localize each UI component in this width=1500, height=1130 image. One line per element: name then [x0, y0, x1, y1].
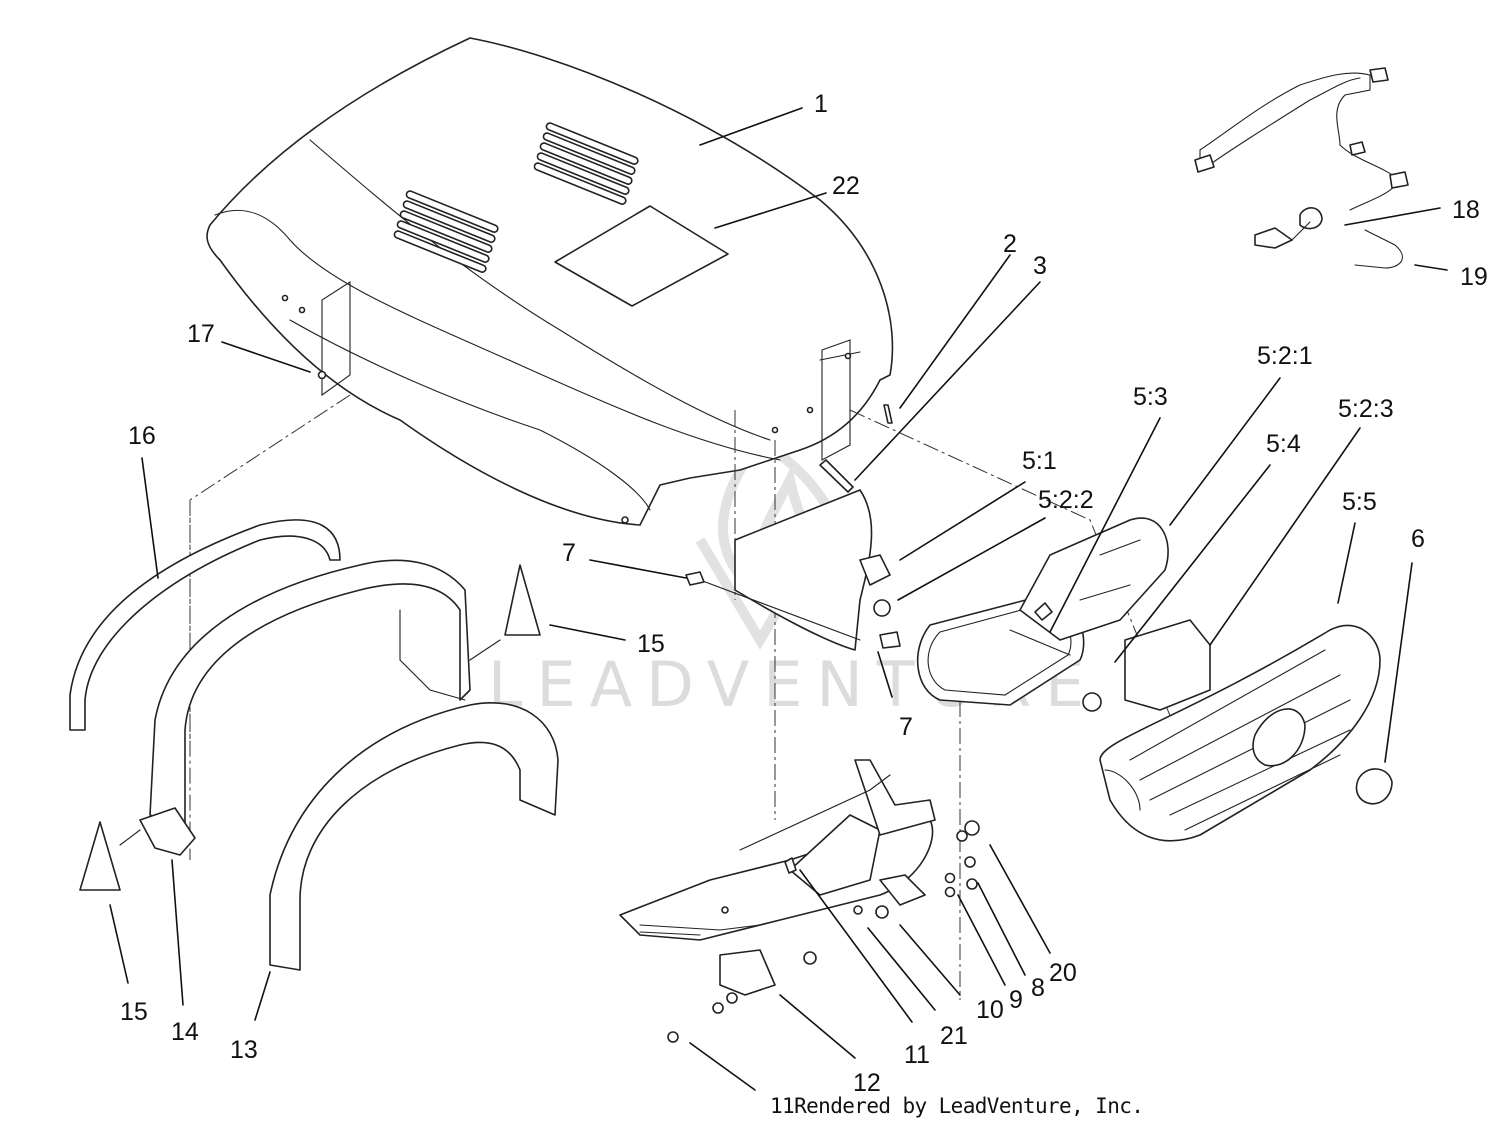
clip-17 [317, 280, 351, 397]
callout-5-3: 5:3 [1133, 383, 1168, 411]
fender-14 [149, 559, 471, 831]
callout-3: 3 [1033, 252, 1047, 280]
callout-19: 19 [1460, 263, 1488, 291]
hood [206, 37, 894, 526]
callout-2: 2 [1003, 230, 1017, 258]
callout-1: 1 [814, 90, 828, 118]
callout-9: 9 [1009, 986, 1023, 1014]
emblem [1355, 768, 1393, 805]
reflector-panel [1124, 619, 1211, 711]
callout-5-2-3: 5:2:3 [1338, 395, 1394, 423]
callout-10: 10 [976, 996, 1004, 1024]
callout-11: 11 [904, 1041, 930, 1069]
callout-5-4: 5:4 [1266, 430, 1301, 458]
callout-7-top: 7 [562, 539, 576, 567]
callout-5-2-1: 5:2:1 [1257, 342, 1313, 370]
grille [1099, 624, 1381, 842]
callout-5-2-2: 5:2:2 [1038, 486, 1094, 514]
callout-18: 18 [1452, 196, 1480, 224]
plug-15-left [79, 821, 121, 891]
headlight-housing [1019, 517, 1169, 641]
callout-15-right: 15 [637, 630, 665, 658]
callout-14: 14 [171, 1018, 199, 1046]
hood-decal [554, 205, 729, 307]
callout-16: 16 [128, 422, 156, 450]
fender-16 [69, 519, 341, 731]
hardware [667, 820, 980, 1043]
callout-5-1: 5:1 [1022, 447, 1057, 475]
hood-vents-lower [393, 190, 499, 273]
callout-labels: 1 22 2 3 17 16 7 15 7 5:1 5:2:2 5:3 5:2:… [120, 90, 1488, 1097]
callout-8: 8 [1031, 974, 1045, 1002]
callout-13: 13 [230, 1036, 258, 1064]
callout-15-left: 15 [120, 998, 148, 1026]
hood-bracket [819, 339, 893, 493]
callout-17: 17 [187, 320, 215, 348]
callout-7-bottom: 7 [899, 713, 913, 741]
leader-lines [109, 107, 1448, 1091]
callout-21: 21 [940, 1022, 968, 1050]
plug-15-right [504, 564, 541, 636]
hood-vents-upper [533, 122, 639, 205]
callout-22: 22 [832, 172, 860, 200]
render-credit: 11Rendered by LeadVenture, Inc. [770, 1094, 1144, 1118]
fender-13 [269, 702, 559, 971]
side-panel-left [734, 489, 873, 651]
callout-12: 12 [853, 1069, 881, 1097]
lower-support [619, 759, 936, 996]
callout-20: 20 [1049, 959, 1077, 987]
wire-harness [1194, 67, 1409, 269]
callout-6: 6 [1411, 525, 1425, 553]
callout-5-5: 5:5 [1342, 488, 1377, 516]
